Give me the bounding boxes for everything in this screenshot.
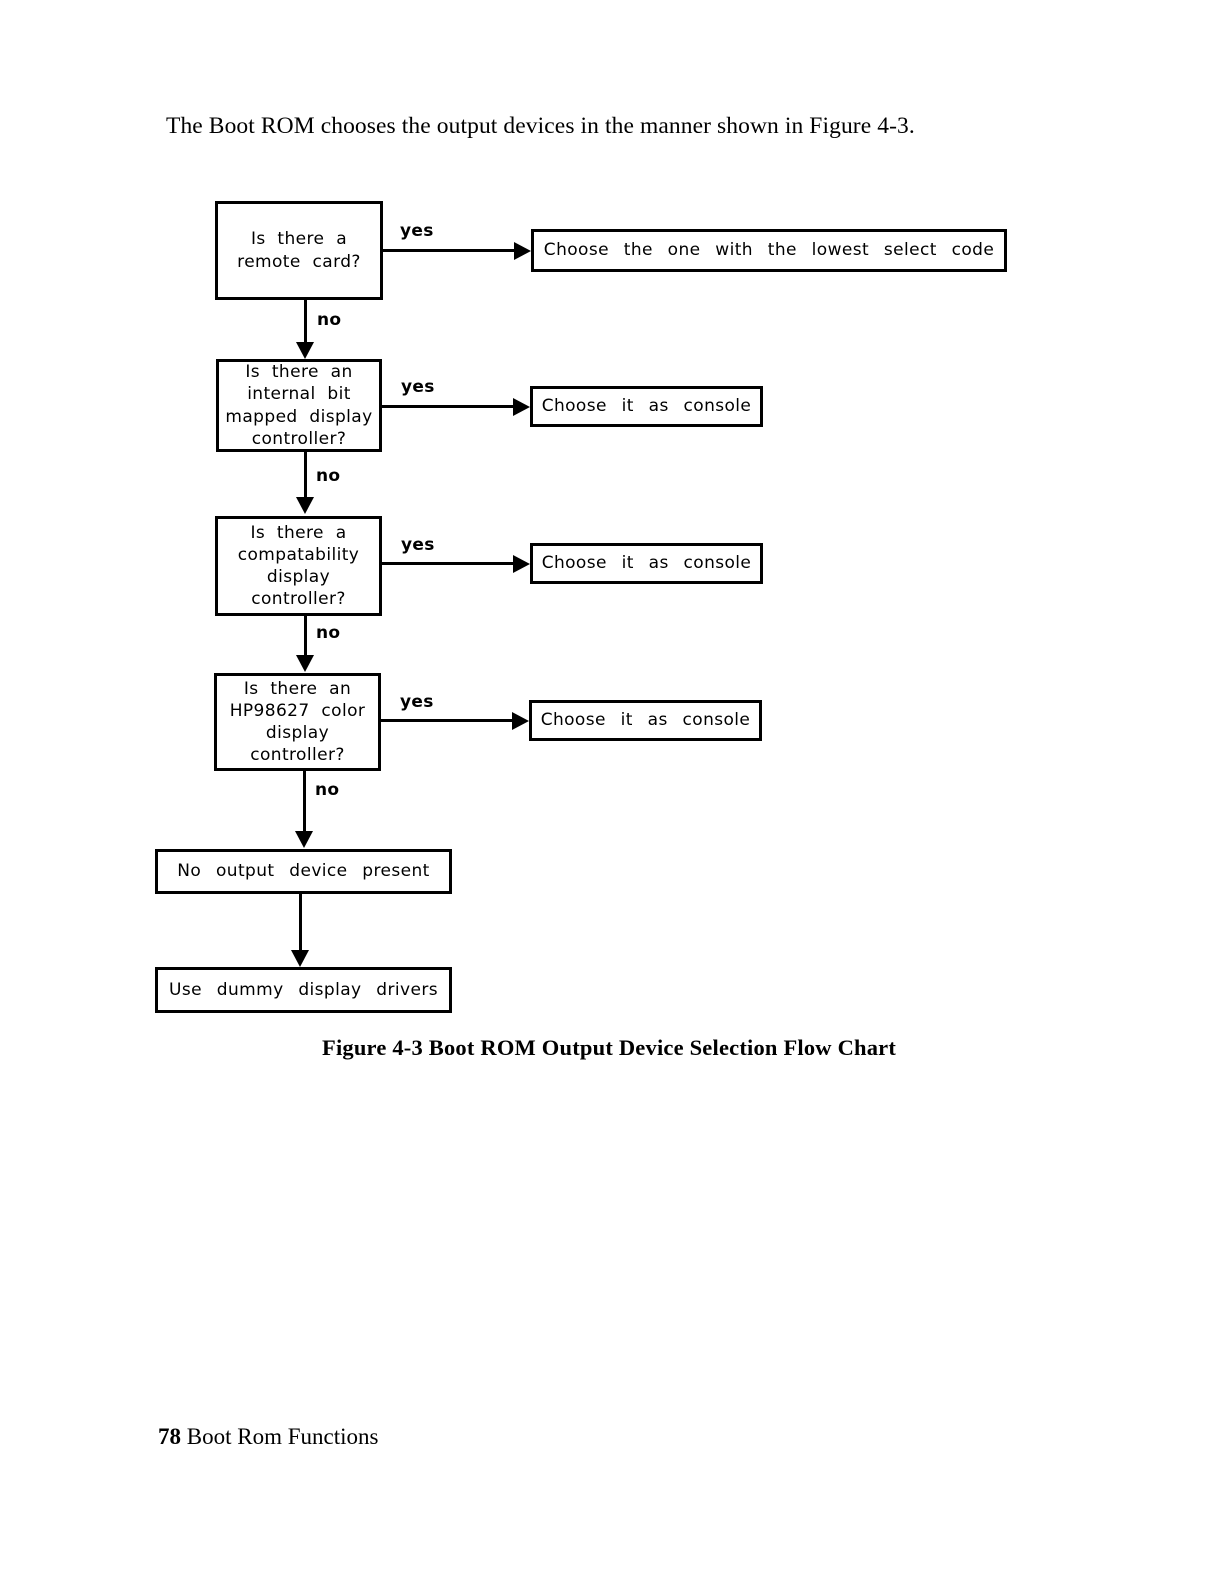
- branch-label-yes-remote-card: yes: [400, 221, 434, 241]
- branch-label-yes-hp98627: yes: [400, 692, 434, 712]
- arrowhead-right-icon: [513, 398, 530, 416]
- decision-box-internal-bit-mapped-display-label: Is there an internal bit mapped display …: [225, 362, 373, 449]
- connector-compatability-no: [304, 616, 307, 658]
- intro-paragraph: The Boot ROM chooses the output devices …: [166, 113, 915, 139]
- arrowhead-down-icon: [291, 950, 309, 967]
- decision-box-internal-bit-mapped-display: Is there an internal bit mapped display …: [216, 359, 382, 452]
- decision-box-compatability-display-label: Is there a compatability display control…: [237, 522, 360, 610]
- outcome-box-console-internal-bit-mapped: Choose it as console: [530, 386, 763, 427]
- branch-label-no-hp98627: no: [315, 780, 340, 800]
- outcome-box-lowest-select-code: Choose the one with the lowest select co…: [531, 229, 1007, 272]
- branch-label-yes-internal-bit-mapped: yes: [401, 377, 435, 397]
- branch-label-yes-compatability: yes: [401, 535, 435, 555]
- terminal-box-no-output-device: No output device present: [155, 849, 452, 894]
- outcome-box-console-compatability: Choose it as console: [530, 543, 763, 584]
- decision-box-hp98627-color-display: Is there an HP98627 color display contro…: [214, 673, 381, 771]
- arrowhead-right-icon: [512, 712, 529, 730]
- arrowhead-down-icon: [296, 497, 314, 514]
- connector-hp98627-yes: [381, 719, 516, 722]
- branch-label-no-remote-card: no: [317, 310, 342, 330]
- page-footer: 78 Boot Rom Functions: [158, 1424, 378, 1450]
- decision-box-remote-card: Is there a remote card?: [215, 201, 383, 300]
- outcome-box-lowest-select-code-label: Choose the one with the lowest select co…: [543, 240, 995, 261]
- arrowhead-down-icon: [296, 342, 314, 359]
- connector-hp98627-no: [303, 771, 306, 834]
- footer-page-number: 78: [158, 1424, 181, 1449]
- terminal-box-no-output-device-label: No output device present: [177, 861, 430, 882]
- decision-box-hp98627-color-display-label: Is there an HP98627 color display contro…: [229, 678, 366, 766]
- arrowhead-right-icon: [513, 555, 530, 573]
- connector-compatability-yes: [382, 562, 517, 565]
- footer-section-title: Boot Rom Functions: [186, 1424, 379, 1449]
- outcome-box-console-compatability-label: Choose it as console: [541, 553, 752, 574]
- connector-no-output-to-dummy: [299, 894, 302, 954]
- terminal-box-dummy-drivers-label: Use dummy display drivers: [169, 979, 438, 1000]
- arrowhead-right-icon: [514, 242, 531, 260]
- connector-internal-bit-mapped-no: [304, 452, 307, 499]
- connector-internal-bit-mapped-yes: [382, 405, 517, 408]
- decision-box-compatability-display: Is there a compatability display control…: [215, 516, 382, 616]
- connector-remote-card-no: [304, 300, 307, 345]
- outcome-box-console-internal-bit-mapped-label: Choose it as console: [541, 396, 752, 417]
- outcome-box-console-hp98627: Choose it as console: [529, 700, 762, 741]
- arrowhead-down-icon: [296, 655, 314, 672]
- connector-remote-card-yes: [383, 249, 518, 252]
- figure-caption: Figure 4-3 Boot ROM Output Device Select…: [322, 1035, 897, 1060]
- terminal-box-dummy-drivers: Use dummy display drivers: [155, 967, 452, 1013]
- outcome-box-console-hp98627-label: Choose it as console: [540, 710, 751, 731]
- decision-box-remote-card-label: Is there a remote card?: [237, 229, 361, 272]
- arrowhead-down-icon: [295, 831, 313, 848]
- branch-label-no-compatability: no: [316, 623, 341, 643]
- branch-label-no-internal-bit-mapped: no: [316, 466, 341, 486]
